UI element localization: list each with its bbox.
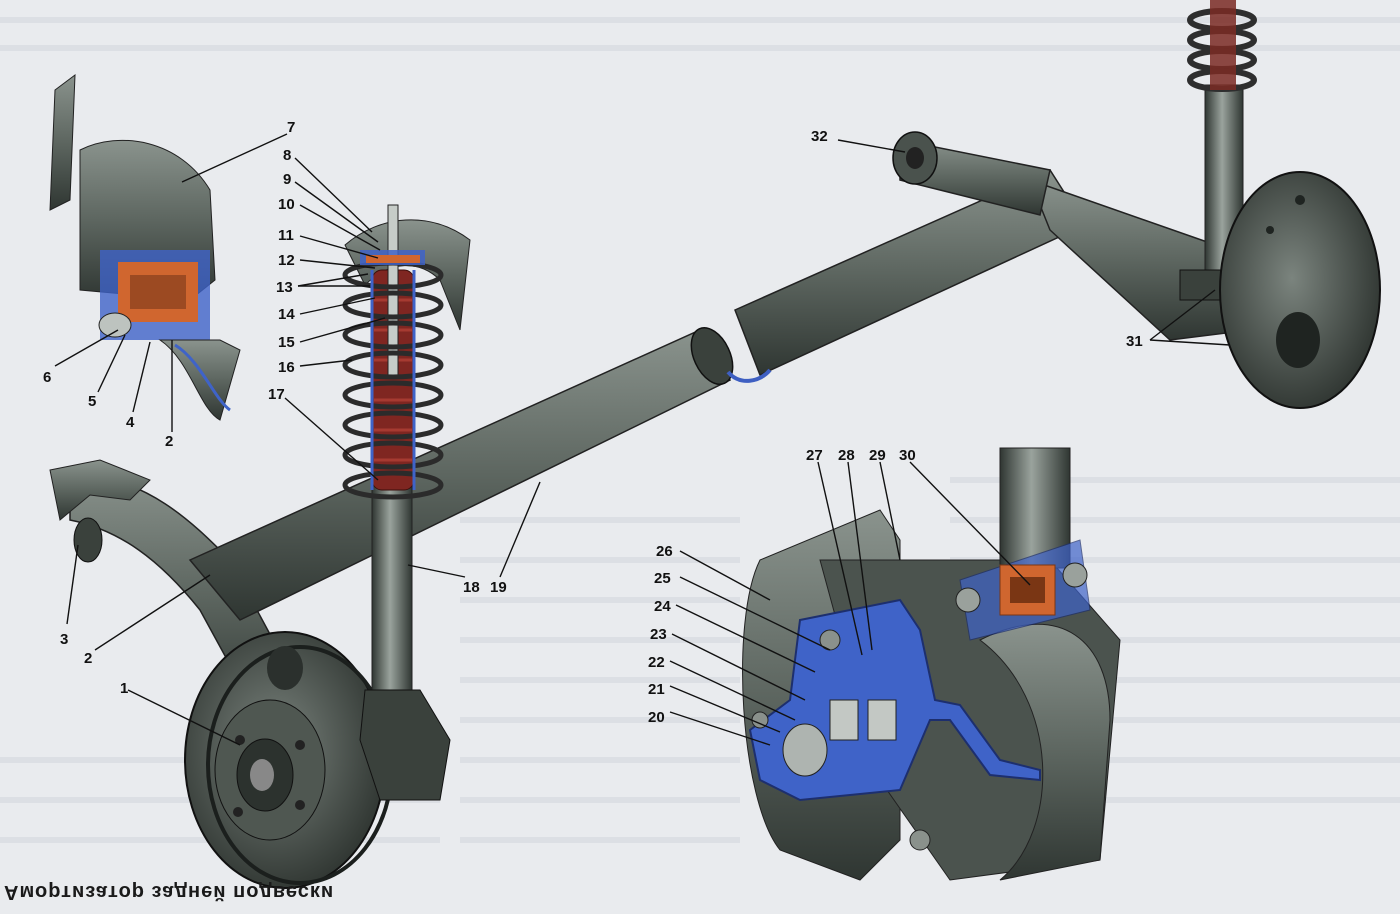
label-4: 4 xyxy=(126,414,135,431)
label-11: 11 xyxy=(278,227,294,244)
figure-caption: Амортизатор задней подвески xyxy=(4,881,335,903)
label-15: 15 xyxy=(278,334,295,351)
label-29: 29 xyxy=(869,447,886,464)
label-10: 10 xyxy=(278,196,295,213)
right-brake-backing-plate xyxy=(1219,171,1381,409)
rear-silent-block xyxy=(955,447,1091,641)
left-brake-backing-plate xyxy=(184,631,394,889)
label-2-upper: 2 xyxy=(165,433,173,450)
label-3: 3 xyxy=(60,631,68,648)
label-32: 32 xyxy=(811,128,828,145)
label-7: 7 xyxy=(287,119,295,136)
label-2-lower: 2 xyxy=(84,650,92,667)
label-5: 5 xyxy=(88,393,96,410)
label-24: 24 xyxy=(654,598,671,615)
label-27: 27 xyxy=(806,447,823,464)
right-shock-absorber xyxy=(1179,0,1261,301)
label-14: 14 xyxy=(278,306,295,323)
coil-spring xyxy=(342,260,444,500)
label-16: 16 xyxy=(278,359,295,376)
label-13: 13 xyxy=(276,279,293,296)
label-12: 12 xyxy=(278,252,295,269)
label-20: 20 xyxy=(648,709,665,726)
label-21: 21 xyxy=(648,681,665,698)
label-26: 26 xyxy=(656,543,673,560)
label-23: 23 xyxy=(650,626,667,643)
label-30: 30 xyxy=(899,447,916,464)
label-25: 25 xyxy=(654,570,671,587)
front-pivot-bracket-section xyxy=(49,73,241,421)
part-number-labels: 1 2 2 3 4 5 6 7 8 9 10 11 12 13 14 15 16… xyxy=(43,119,1143,726)
label-6: 6 xyxy=(43,369,51,386)
label-1: 1 xyxy=(120,680,128,697)
label-19: 19 xyxy=(490,579,507,596)
left-trailing-arm-bracket xyxy=(49,459,151,563)
label-9: 9 xyxy=(283,171,291,188)
label-31: 31 xyxy=(1126,333,1143,350)
label-8: 8 xyxy=(283,147,291,164)
label-28: 28 xyxy=(838,447,855,464)
label-22: 22 xyxy=(648,654,665,671)
right-hub-section xyxy=(742,509,1121,881)
label-17: 17 xyxy=(268,386,285,403)
leader-lines xyxy=(54,133,1231,746)
label-18: 18 xyxy=(463,579,480,596)
center-shock-absorber-section xyxy=(342,204,471,801)
